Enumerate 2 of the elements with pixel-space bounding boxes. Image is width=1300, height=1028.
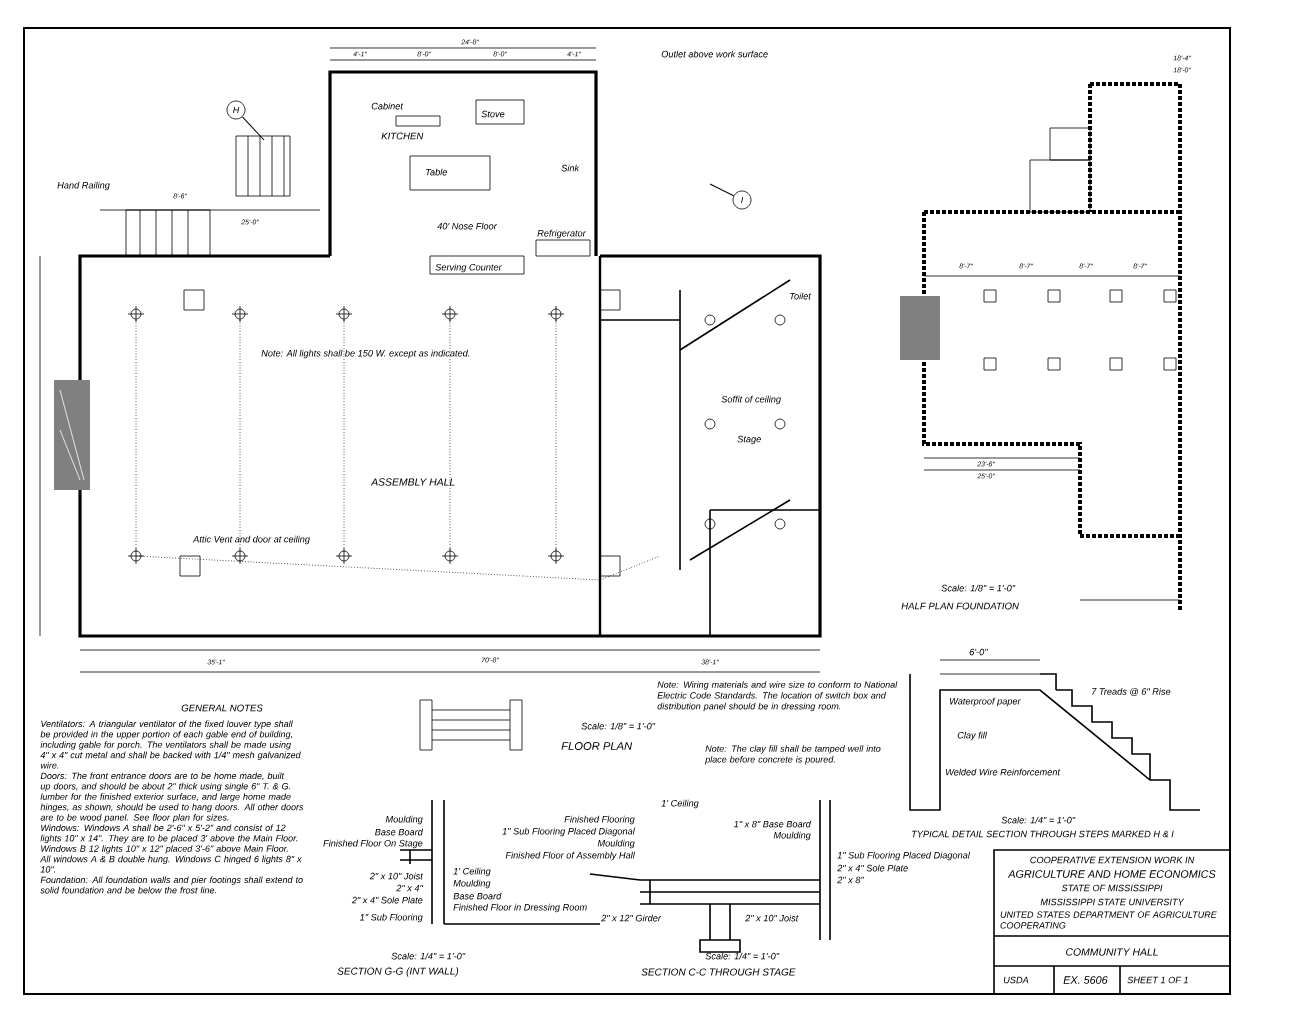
leader-line bbox=[709, 183, 735, 197]
leader-line bbox=[241, 116, 265, 141]
